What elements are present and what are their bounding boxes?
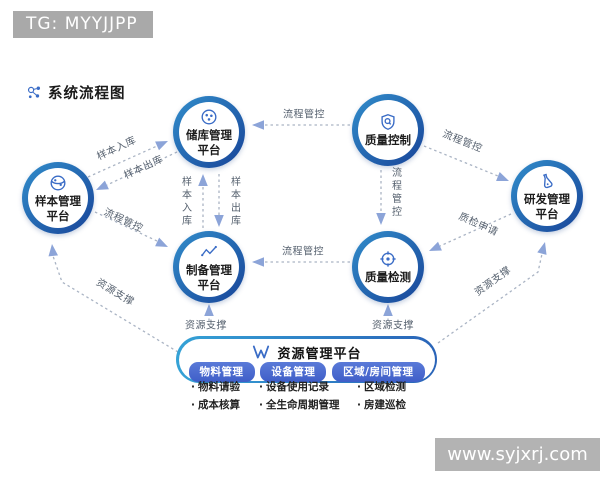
edge-label-qi-prep: 流程管控 [282,246,324,258]
molecule-icon [27,86,41,99]
resource-platform-title: 资源管理平台 [189,343,425,362]
node-storage: 储库管理平台 [173,96,245,168]
area-bullet-list: 区域检测 房建巡检 [357,379,406,415]
node-label: 质量控制 [365,133,411,148]
equipment-bullet-list: 设备使用记录 全生命周期管理 [259,379,340,415]
globe-network-icon [50,175,66,191]
list-item: 成本核算 [191,397,240,415]
resource-title-text: 资源管理平台 [277,346,362,362]
resource-logo-icon [253,345,270,359]
resource-platform-box: 资源管理平台 物料管理 设备管理 区域/房间管理 [176,336,437,383]
flask-icon [543,173,553,189]
watermark: www.syjxrj.com [435,438,600,471]
node-quality-control: 质量控制 [352,94,424,166]
node-preparation: 制备管理平台 [173,231,245,303]
node-label: 质量检测 [365,270,411,285]
waveform-icon [201,246,217,257]
target-icon [380,251,396,267]
edge-label-res-prep: 资源支撑 [185,320,227,332]
node-sample: 样本管理平台 [22,162,94,234]
edge-label-res-qi: 资源支撑 [372,320,414,332]
list-item: 设备使用记录 [259,379,340,397]
storage-icon [201,109,217,125]
list-item: 全生命周期管理 [259,397,340,415]
list-item: 物料请验 [191,379,240,397]
node-label: 制备管理平台 [186,263,232,292]
page-title: 系统流程图 [26,82,126,103]
list-item: 房建巡检 [357,397,406,415]
node-rnd: 研发管理平台 [511,160,583,232]
page-title-text: 系统流程图 [48,86,126,102]
edge-label-storage-prep-in: 样本入库 [179,176,191,228]
pill-area-room-management: 区域/房间管理 [332,361,425,382]
pill-equipment-management: 设备管理 [260,361,327,382]
node-label: 储库管理平台 [186,128,232,157]
material-bullet-list: 物料请验 成本核算 [191,379,240,415]
edge-label-qc-qi: 流程管控 [389,167,401,219]
tg-badge: TG: MYYJJPP [13,11,153,38]
node-label: 研发管理平台 [524,192,570,221]
edge-label-storage-prep-out: 样本出库 [228,176,240,228]
pill-material-management: 物料管理 [188,361,255,382]
node-quality-inspection: 质量检测 [352,231,424,303]
shield-magnifier-icon [381,114,395,131]
node-label: 样本管理平台 [35,194,81,223]
edge-label-qc-storage: 流程管控 [283,109,325,121]
list-item: 区域检测 [357,379,406,397]
resource-pill-row: 物料管理 设备管理 区域/房间管理 [188,361,425,382]
